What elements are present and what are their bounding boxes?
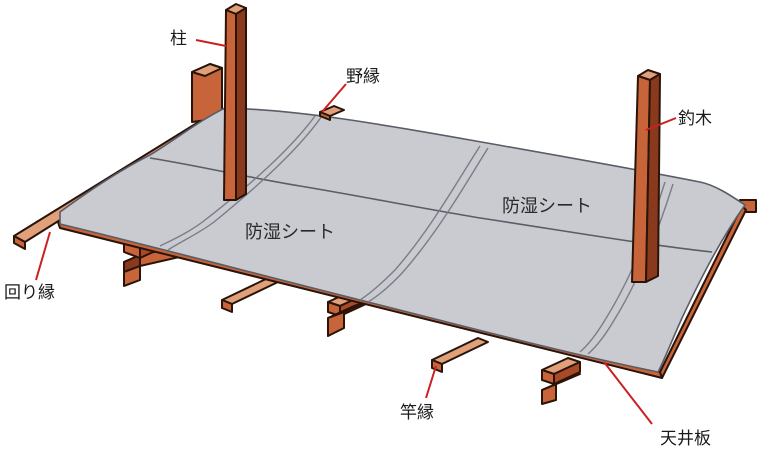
leader-pillar [195, 39, 227, 47]
label-pillar: 柱 [170, 29, 187, 49]
saobuchi-joist [431, 337, 489, 373]
label-tsurigi: 釣木 [678, 109, 712, 129]
saobuchi-joist [541, 357, 581, 405]
label-tenjouita: 天井板 [660, 429, 711, 449]
mawaribuchi-left-face [13, 235, 26, 250]
saobuchi-joist [221, 277, 279, 313]
labels: 柱 野縁 釣木 回り縁 竿縁 天井板 [4, 29, 712, 449]
sheet-label-left: 防湿シート [245, 222, 335, 243]
leader-tenjouita [603, 361, 653, 425]
label-saobuchi: 竿縁 [400, 403, 434, 423]
sheet-label-right: 防湿シート [502, 196, 592, 217]
noen-block [319, 105, 345, 121]
label-noen: 野縁 [346, 67, 380, 87]
sheet-seam-diagonal [159, 115, 674, 355]
tsurigi-post [631, 69, 661, 283]
label-mawaribuchi: 回り縁 [4, 283, 55, 303]
wall-block [191, 63, 223, 123]
leader-noen [321, 83, 347, 113]
leader-lines [35, 39, 677, 425]
tenjouita-right-edge [659, 205, 747, 379]
pillar-post [223, 3, 247, 201]
leader-tsurigi [645, 117, 677, 131]
leader-saobuchi [425, 365, 437, 399]
leader-mawaribuchi [35, 231, 51, 281]
